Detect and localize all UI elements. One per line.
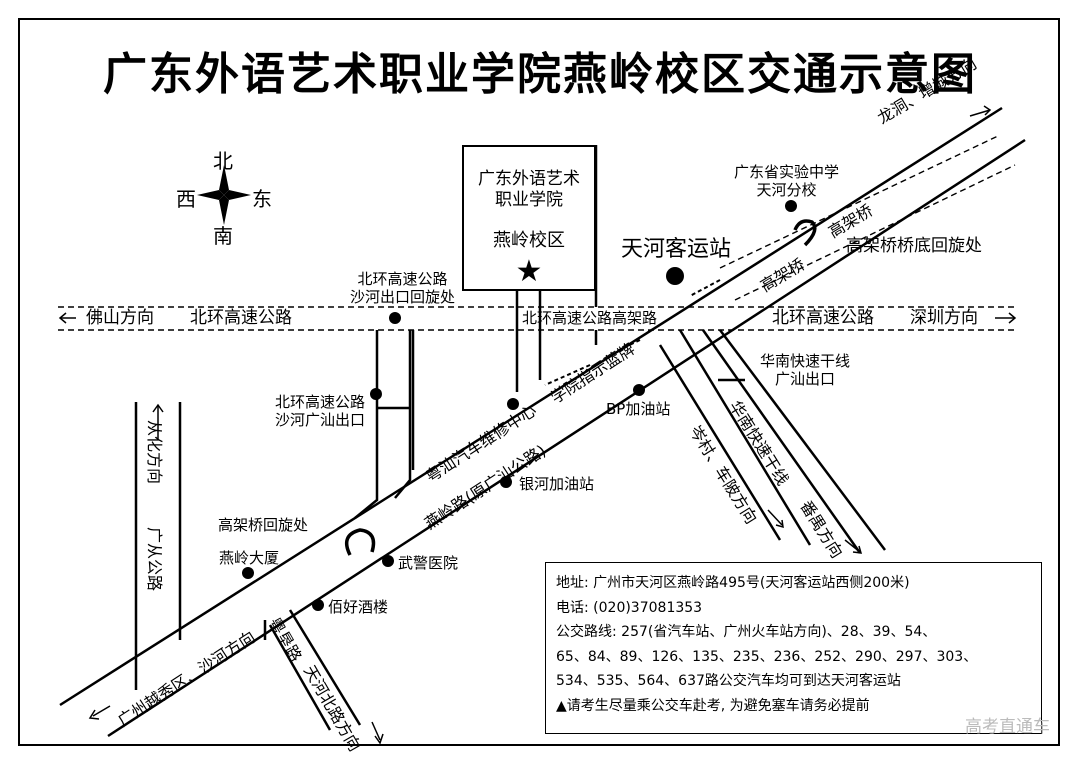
poi-dots [242, 200, 797, 611]
label-shahe-uturn: 北环高速公路沙河出口回旋处 [350, 270, 456, 306]
shahe-ramps [354, 330, 415, 519]
right-side-roads [594, 145, 886, 554]
label-bhgs-viaduct: 北环高速公路高架路 [522, 309, 658, 327]
label-huanan-exit: 华南快速干线广汕出口 [760, 352, 851, 388]
campus-access-road [515, 291, 542, 392]
map-frame [18, 18, 1060, 746]
map-title: 广东外语艺术职业学院燕岭校区交通示意图 [103, 49, 977, 100]
guide-arrows [544, 279, 721, 386]
compass-west: 西 [176, 187, 196, 211]
compass-south: 南 [213, 224, 233, 248]
viaduct [719, 134, 1016, 301]
label-shenzhen: 深圳方向 [910, 308, 978, 328]
direction-arrows [88, 105, 992, 745]
campus-label: 燕岭校区 [493, 229, 565, 251]
info-bus-line-2: 65、84、89、126、135、235、236、252、290、297、303… [556, 648, 978, 665]
compass-rose [197, 165, 251, 225]
info-bus-line-3: 534、535、564、637路公交汽车均可到达天河客运站 [556, 673, 901, 689]
label-yinhe: 银河加油站 [519, 475, 595, 493]
label-wujing: 武警医院 [398, 554, 459, 572]
info-box: 地址: 广州市天河区燕岭路495号(天河客运站西侧200米) 电话: (020)… [545, 562, 1042, 734]
campus-star-icon: ★ [515, 253, 543, 289]
label-bp: BP加油站 [606, 400, 671, 418]
info-phone: 电话: (020)37081353 [556, 599, 703, 616]
label-viaduct-uturn2: 高架桥回旋处 [218, 516, 309, 534]
label-bhgs-right: 北环高速公路 [772, 308, 874, 328]
label-bhgs-left: 北环高速公路 [190, 308, 292, 328]
watermark: 高考直通车 [965, 717, 1050, 737]
label-viaduct-uturn: 高架桥桥底回旋处 [846, 236, 982, 256]
info-address: 地址: 广州市天河区燕岭路495号(天河客运站西侧200米) [556, 575, 910, 591]
info-notice: ▲请考生尽量乘公交车赴考, 为避免塞车请务必提前 [556, 697, 870, 714]
compass-north: 北 [213, 149, 233, 173]
expressway-arrows [58, 312, 1017, 324]
yueken-road [263, 609, 362, 731]
guangcong-road [134, 402, 182, 690]
compass-east: 东 [252, 187, 272, 211]
yanling-road [59, 106, 1026, 738]
label-shahe-guangshan: 北环高速公路沙河广汕出口 [275, 393, 366, 429]
label-conghua: 从化方向 [145, 420, 164, 485]
label-guangcong: 广从公路 [145, 527, 164, 592]
campus-name: 广东外语艺术 职业学院 [478, 169, 580, 211]
campus-box: 广东外语艺术 职业学院 燕岭校区 ★ [462, 145, 596, 291]
uturn-markers [344, 219, 817, 556]
label-yanling-building: 燕岭大厦 [219, 549, 280, 567]
label-experimental-school: 广东省实验中学天河分校 [734, 163, 840, 199]
north-ring-expressway [58, 306, 1018, 331]
info-bus-line-1: 公交路线: 257(省汽车站、广州火车站方向)、28、39、54、 [556, 624, 937, 640]
label-baihao: 佰好酒楼 [328, 598, 389, 616]
label-foshan: 佛山方向 [86, 308, 154, 328]
label-tianhe-bus-station: 天河客运站 [621, 237, 732, 262]
